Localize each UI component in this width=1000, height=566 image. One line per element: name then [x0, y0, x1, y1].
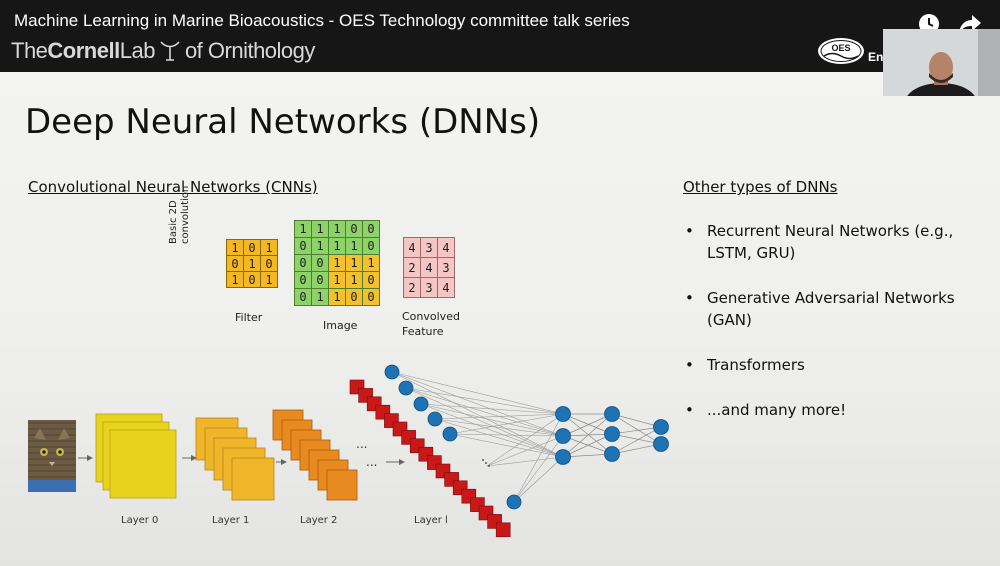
network-edge	[405, 387, 564, 437]
slide-title: Deep Neural Networks (DNNs)	[25, 102, 541, 142]
list-item: Generative Adversarial Networks (GAN)	[683, 287, 983, 331]
network-edge	[420, 403, 564, 437]
oes-suffix: En	[868, 50, 884, 64]
network-edge	[611, 426, 662, 455]
layer-l-label: Layer l	[414, 515, 448, 526]
list-item: Transformers	[683, 354, 983, 376]
network-node	[604, 446, 620, 462]
network-edge	[486, 456, 564, 467]
other-dnn-heading: Other types of DNNs	[683, 178, 838, 196]
layer-2-label: Layer 2	[300, 515, 338, 526]
network-edge	[513, 435, 564, 503]
network-edge	[434, 418, 564, 458]
convolved-feature-caption: Convolved Feature	[402, 310, 460, 338]
network-node	[653, 419, 669, 435]
layer-2-map	[326, 469, 358, 501]
network-node	[555, 449, 571, 465]
network-node	[442, 426, 458, 442]
network-nodes	[384, 364, 669, 510]
list-item: ...and many more!	[683, 399, 983, 421]
network-edge	[562, 413, 613, 435]
network-edge	[391, 371, 564, 437]
network-edge	[562, 413, 613, 455]
video-title[interactable]: Machine Learning in Marine Bioacoustics …	[14, 11, 630, 30]
network-edge	[562, 413, 613, 458]
presenter-figure	[883, 29, 1000, 96]
layer-l-unit	[495, 522, 511, 538]
other-dnn-list: Recurrent Neural Networks (e.g., LSTM, G…	[683, 220, 983, 421]
network-edges	[391, 371, 662, 503]
presenter-webcam[interactable]	[883, 29, 1000, 96]
network-edge	[611, 426, 662, 435]
network-node	[398, 380, 414, 396]
ellipsis-dot	[482, 459, 484, 461]
ellipsis-dots: ...	[366, 455, 377, 469]
network-edge	[486, 413, 564, 467]
network-edge	[420, 403, 564, 415]
layer-1-label: Layer 1	[212, 515, 250, 526]
network-edge	[562, 413, 613, 437]
network-edge	[562, 453, 613, 458]
ellipsis-dot	[485, 462, 487, 464]
layer-1-map	[231, 457, 275, 501]
network-node	[653, 436, 669, 452]
network-edge	[562, 433, 613, 458]
network-node	[427, 411, 443, 427]
network-node	[555, 428, 571, 444]
network-edge	[611, 413, 662, 428]
network-node	[506, 494, 522, 510]
network-edge	[449, 433, 564, 437]
network-edge	[486, 435, 564, 467]
cat-input-image	[28, 420, 76, 492]
network-edge	[513, 413, 564, 503]
network-edge	[420, 403, 564, 458]
bird-icon	[160, 41, 180, 61]
network-edge	[405, 387, 564, 415]
network-edge	[611, 443, 662, 455]
filter-caption: Filter	[235, 311, 263, 324]
ellipsis-dot	[488, 465, 490, 467]
share-icon[interactable]	[958, 13, 982, 35]
list-item: Recurrent Neural Networks (e.g., LSTM, G…	[683, 220, 983, 264]
network-edge	[562, 435, 613, 455]
network-node	[555, 406, 571, 422]
network-edge	[391, 371, 564, 458]
network-edge	[611, 433, 662, 445]
layer-0-map	[109, 429, 177, 499]
cnn-heading: Convolutional Neural Networks (CNNs)	[28, 178, 318, 196]
network-edge	[405, 387, 564, 458]
feature-map-stacks	[95, 379, 511, 538]
network-edge	[562, 433, 613, 437]
network-edge	[513, 456, 564, 503]
network-node	[604, 426, 620, 442]
network-node	[384, 364, 400, 380]
oes-badge-text: OES	[831, 43, 850, 53]
network-edge	[434, 413, 564, 420]
network-edge	[449, 433, 564, 458]
network-node	[413, 396, 429, 412]
network-edge	[434, 418, 564, 437]
network-edge	[611, 413, 662, 445]
network-node	[604, 406, 620, 422]
image-caption: Image	[323, 319, 358, 332]
network-edge	[449, 413, 564, 435]
oes-logo-icon: OES	[818, 38, 864, 64]
layer-0-label: Layer 0	[121, 515, 159, 526]
network-edge	[391, 371, 564, 415]
ellipsis-dots: ...	[356, 437, 367, 451]
